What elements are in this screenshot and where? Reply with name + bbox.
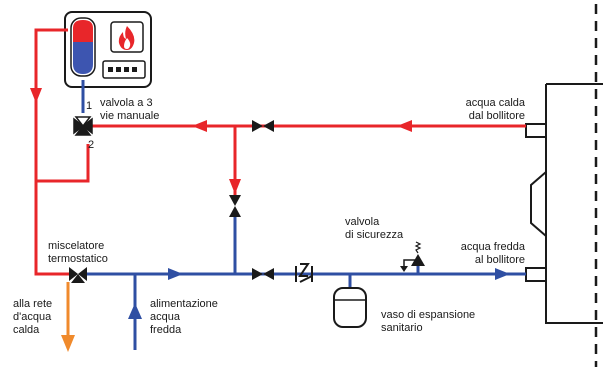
to-network-line3: calda (13, 324, 40, 336)
hot-network-outlet (61, 282, 75, 352)
to-network-line1: alla rete (13, 298, 53, 310)
expansion-vessel-icon (333, 287, 367, 328)
flame-icon (118, 26, 135, 50)
flow-arrows (30, 88, 510, 319)
cold-supply-line2: acqua (150, 311, 180, 323)
valve3-label: valvola a 3 vie manuale (100, 97, 159, 123)
check-valve-icon (295, 263, 313, 283)
mixer-line2: termostatico (48, 253, 108, 265)
cold-supply-line1: alimentazione (150, 298, 218, 310)
hot-from-boiler-label: acqua calda dal bollitore (466, 97, 525, 123)
expansion-line2: sanitario (381, 322, 423, 334)
mixer-valve-icon (69, 267, 87, 283)
to-network-label: alla rete d'acqua calda (13, 298, 52, 337)
cold-to-boiler-line2: al bollitore (474, 254, 525, 266)
hot-from-boiler-line1: acqua calda (465, 97, 525, 109)
mixer-line1: miscelatore (48, 240, 105, 252)
cold-supply-label: alimentazione acqua fredda (150, 298, 218, 337)
to-network-line2: d'acqua (13, 311, 52, 323)
safety-valve-line1: valvola (345, 216, 380, 228)
hot-water-pipes (34, 28, 526, 276)
boiler-icon (64, 11, 152, 88)
cold-to-boiler-line1: acqua fredda (460, 241, 525, 253)
expansion-line1: vaso di espansione (381, 309, 476, 321)
cold-supply-line3: fredda (150, 324, 182, 336)
mixer-label: miscelatore termostatico (48, 240, 108, 266)
gate-valve-icon (229, 120, 274, 280)
valve3-label-line2: vie manuale (100, 110, 160, 122)
valve3-label-line1: valvola a 3 (100, 97, 153, 109)
cold-to-boiler-label: acqua fredda al bollitore (461, 241, 525, 267)
safety-valve-icon (400, 241, 425, 272)
port-1-label: 1 (86, 100, 93, 112)
safety-valve-line2: di sicurezza (345, 229, 404, 241)
expansion-vessel-label: vaso di espansione sanitario (381, 309, 475, 335)
storage-tank-icon (525, 4, 603, 367)
safety-valve-label: valvola di sicurezza (345, 216, 403, 242)
hot-from-boiler-line2: dal bollitore (468, 110, 525, 122)
three-way-valve-icon (73, 116, 93, 136)
port-2-label: 2 (88, 139, 95, 151)
